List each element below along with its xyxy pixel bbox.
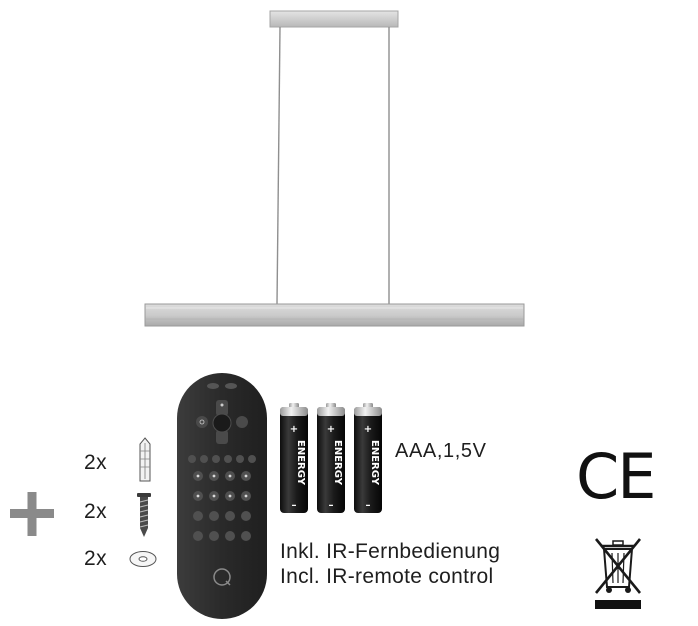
washer-icon <box>128 549 158 569</box>
battery-3: + ENERGY – <box>354 403 382 513</box>
pendant-lamp <box>144 10 525 327</box>
crossed-out-bin-icon <box>592 535 644 611</box>
svg-text:ENERGY: ENERGY <box>295 440 306 486</box>
suspension-wire-left <box>276 26 281 305</box>
remote-caption-de: Inkl. IR-Fernbedienung <box>280 540 501 563</box>
svg-text:–: – <box>292 500 297 511</box>
washer-quantity: 2x <box>84 547 108 570</box>
remote-caption-en: Incl. IR-remote control <box>280 565 494 588</box>
screw-icon <box>134 492 154 538</box>
remote-control-icon <box>176 372 268 620</box>
wall-plug-icon <box>137 437 153 483</box>
svg-text:–: – <box>366 500 371 511</box>
battery-2: + ENERGY – <box>317 403 345 513</box>
pendant-lamp-icon <box>144 10 525 327</box>
ce-mark: CE <box>576 440 656 513</box>
battery-spec-label: AAA,1,5V <box>395 440 487 462</box>
svg-text:–: – <box>329 500 334 511</box>
svg-text:+: + <box>364 424 372 435</box>
lamp-bar <box>144 303 525 327</box>
screw-quantity: 2x <box>84 500 108 523</box>
batteries-group: + ENERGY – + ENERGY – + ENERGY – <box>278 402 384 514</box>
plus-icon <box>10 492 54 536</box>
battery-1: + ENERGY – <box>280 403 308 513</box>
svg-text:+: + <box>327 424 335 435</box>
svg-text:ENERGY: ENERGY <box>332 440 343 486</box>
svg-text:ENERGY: ENERGY <box>369 440 380 486</box>
svg-text:+: + <box>290 424 298 435</box>
wall-plug-quantity: 2x <box>84 451 108 474</box>
ceiling-canopy <box>269 10 399 28</box>
